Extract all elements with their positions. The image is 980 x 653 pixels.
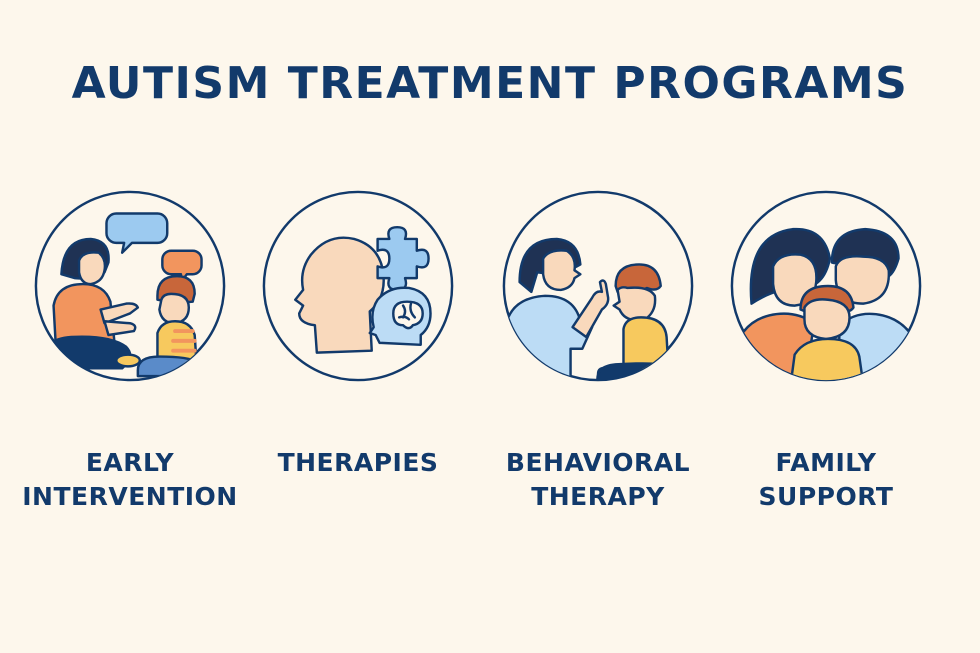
family-icon [730,190,922,382]
program-label: EARLY INTERVENTION [22,448,238,511]
program-family-support: FAMILY SUPPORT [706,188,946,528]
program-early-intervention: EARLY INTERVENTION [10,188,250,528]
therapist-child-icon [502,190,694,382]
page-title: AUTISM TREATMENT PROGRAMS [71,58,909,109]
parent-child-talking-icon [34,190,226,382]
program-behavioral-therapy: BEHAVIORAL THERAPY [478,188,718,528]
program-label: THERAPIES [277,448,439,477]
program-label: BEHAVIORAL THERAPY [505,448,691,511]
head-puzzle-brain-icon [262,190,454,382]
program-label: FAMILY SUPPORT [758,448,894,511]
program-list: EARLY INTERVENTION THERAPIES [0,188,980,528]
program-therapies: THERAPIES [238,188,478,528]
